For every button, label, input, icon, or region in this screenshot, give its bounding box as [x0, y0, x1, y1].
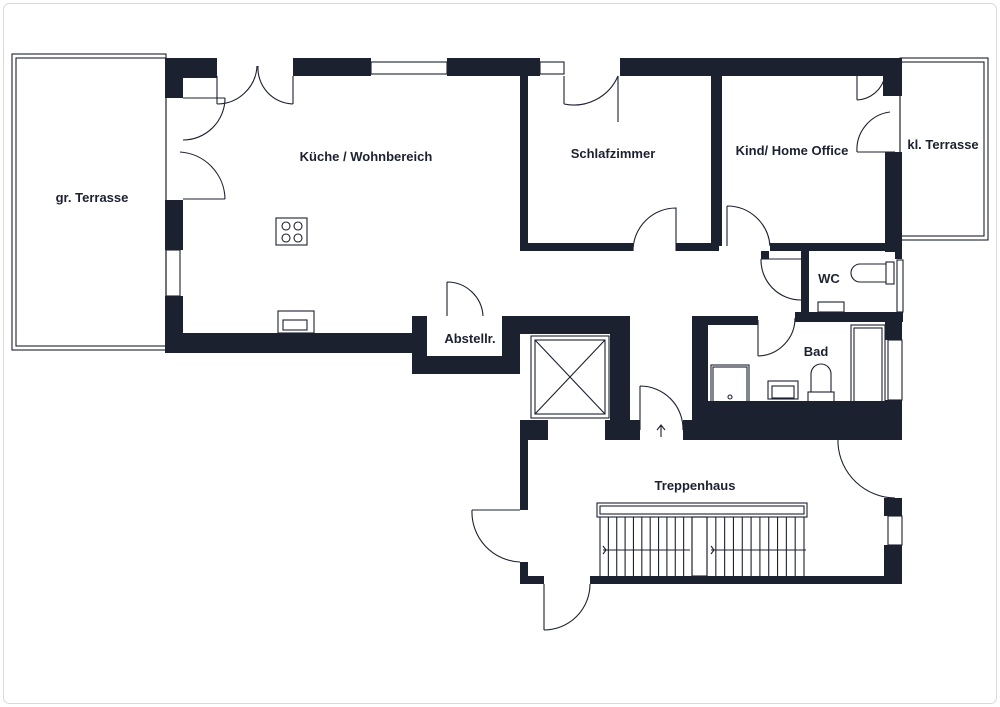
room-label-kitchen-living: Küche / Wohnbereich — [300, 149, 433, 164]
wc-sink-icon — [817, 301, 845, 313]
room-label-large-terrace: gr. Terrasse — [56, 190, 129, 205]
shower-icon — [710, 364, 750, 412]
walls — [165, 58, 904, 584]
bath-sink-icon — [767, 380, 799, 400]
room-label-wc: WC — [818, 271, 840, 286]
room-label-stairwell: Treppenhaus — [655, 478, 736, 493]
stairs-icon — [596, 502, 808, 577]
bath-toilet-icon — [807, 363, 835, 403]
small-terrace — [899, 57, 989, 241]
wc-toilet-icon — [850, 261, 895, 285]
arrow-up-icon — [656, 424, 666, 437]
page-border — [3, 3, 997, 704]
doors — [179, 65, 896, 631]
elevator-icon — [530, 335, 610, 419]
room-label-storage: Abstellr. — [444, 331, 495, 346]
cooktop-icon — [275, 217, 308, 246]
room-label-bedroom: Schlafzimmer — [571, 146, 656, 161]
room-label-bath: Bad — [804, 344, 829, 359]
bathtub-icon — [850, 324, 886, 416]
kitchen-sink-icon — [277, 310, 315, 334]
room-label-small-terrace: kl. Terrasse — [907, 137, 978, 152]
room-label-office: Kind/ Home Office — [736, 143, 849, 158]
